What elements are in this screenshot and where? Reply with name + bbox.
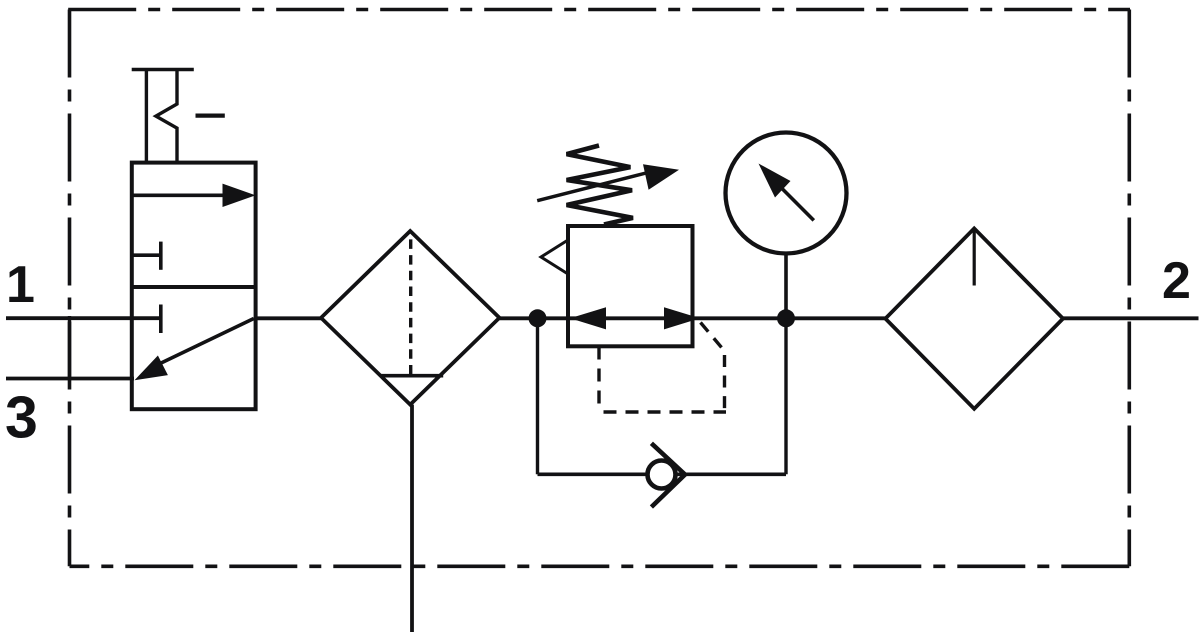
svg-text:1: 1 xyxy=(6,256,35,314)
svg-text:2: 2 xyxy=(1162,252,1191,310)
svg-text:3: 3 xyxy=(5,385,38,451)
